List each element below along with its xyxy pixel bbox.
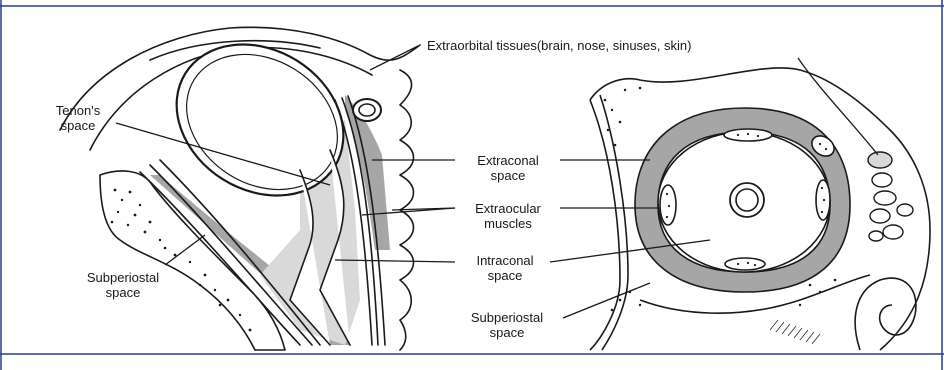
extraconal-line-1: Extraconal bbox=[458, 153, 558, 168]
maxillary-sinus bbox=[855, 278, 916, 350]
intraconal-line-2: space bbox=[455, 268, 555, 283]
medial-rectus bbox=[660, 185, 676, 225]
inferior-rectus bbox=[725, 258, 765, 270]
label-subperiosteal-left: Subperiostal space bbox=[68, 270, 178, 300]
label-extraocular-muscles: Extraocular muscles bbox=[458, 201, 558, 231]
intraconal-line-1: Intraconal bbox=[455, 253, 555, 268]
ethmoid-cells bbox=[868, 152, 913, 241]
label-intraconal-space: Intraconal space bbox=[455, 253, 555, 283]
extraocular-line-2: muscles bbox=[458, 216, 558, 231]
subperiosteal-left-line-2: space bbox=[68, 285, 178, 300]
tenons-line-1: Tenon's bbox=[40, 103, 116, 118]
label-tenons-space: Tenon's space bbox=[40, 103, 116, 133]
subperiosteal-right-line-2: space bbox=[452, 325, 562, 340]
optic-nerve-inner bbox=[736, 189, 758, 211]
extraocular-line-1: Extraocular bbox=[458, 201, 558, 216]
label-subperiosteal-right: Subperiostal space bbox=[452, 310, 562, 340]
leader-subperiosteal-right bbox=[563, 283, 650, 318]
label-extraconal-space: Extraconal space bbox=[458, 153, 558, 183]
superior-oblique-tendon bbox=[353, 99, 381, 121]
tenons-line-2: space bbox=[40, 118, 116, 133]
hatching bbox=[770, 320, 820, 344]
coronal-section bbox=[590, 68, 930, 350]
subperiosteal-left-line-1: Subperiostal bbox=[68, 270, 178, 285]
subperiosteal-right-line-1: Subperiostal bbox=[452, 310, 562, 325]
extraconal-line-2: space bbox=[458, 168, 558, 183]
label-extraorbital-tissues: Extraorbital tissues(brain, nose, sinuse… bbox=[427, 38, 691, 53]
extraorbital-text: Extraorbital tissues(brain, nose, sinuse… bbox=[427, 38, 691, 53]
